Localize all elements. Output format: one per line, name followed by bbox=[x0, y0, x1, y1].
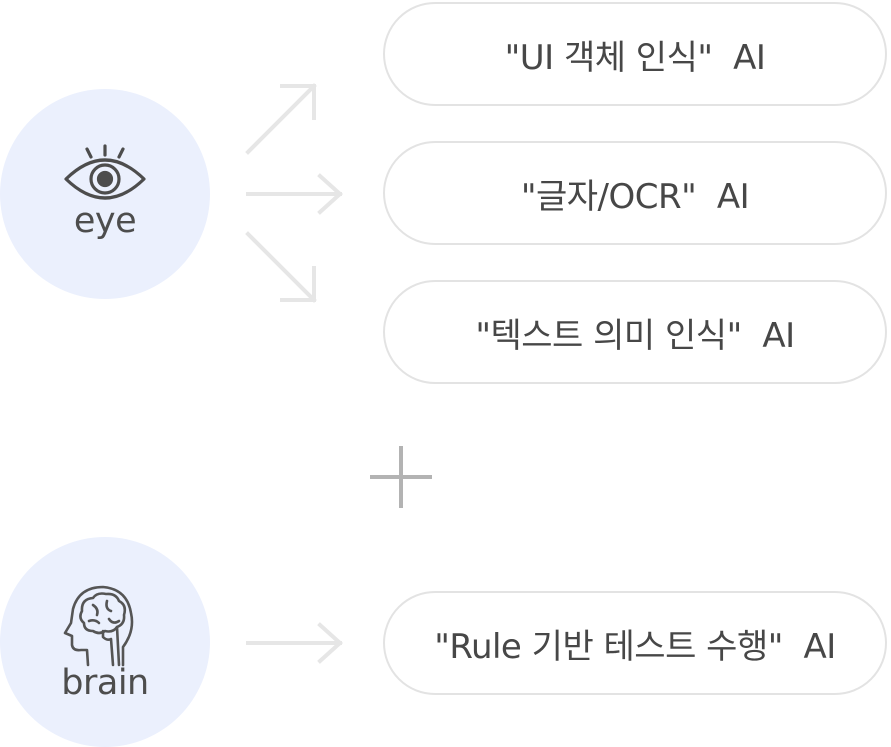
ocr-ai-box: "글자/OCR" AI bbox=[383, 141, 887, 245]
arrow-right-icon bbox=[246, 622, 343, 664]
rule-based-test-ai-box: "Rule 기반 테스트 수행" AI bbox=[383, 591, 887, 695]
text-meaning-ai-box: "텍스트 의미 인식" AI bbox=[383, 280, 887, 384]
ui-object-recognition-ai-box: "UI 객체 인식" AI bbox=[383, 2, 887, 106]
arrow-right-icon bbox=[246, 173, 343, 215]
brain-label: brain bbox=[61, 663, 149, 703]
eye-icon bbox=[64, 144, 146, 200]
arrow-up-right-icon bbox=[245, 83, 317, 155]
brain-source-circle: brain bbox=[0, 537, 210, 747]
eye-label: eye bbox=[73, 201, 137, 241]
brain-head-icon bbox=[63, 585, 134, 667]
eye-source-circle: eye bbox=[0, 89, 210, 299]
plus-icon bbox=[370, 446, 432, 508]
arrow-down-right-icon bbox=[245, 231, 317, 303]
